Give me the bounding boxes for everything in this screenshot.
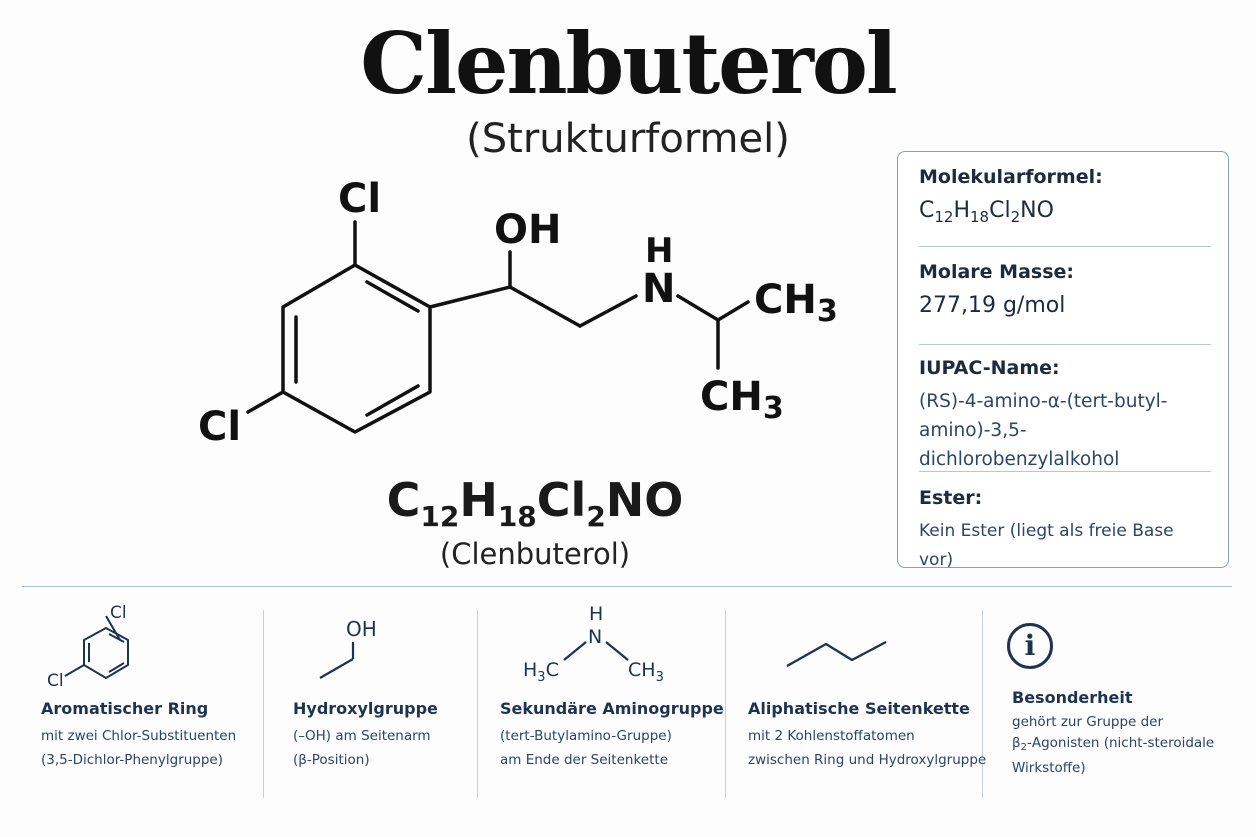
info-box: Molekularformel: C12H18Cl2NO Molare Mass… <box>897 151 1229 570</box>
info-label: Molekularformel: <box>919 166 1103 188</box>
hydroxyl-icon: OH <box>319 617 377 679</box>
feature-title: Hydroxylgruppe <box>293 699 438 718</box>
amine-icon: H N H3C CH3 <box>523 603 664 685</box>
info-value: Kein Ester (liegt als freie Base vor) <box>919 521 1174 570</box>
feature-description: (–OH) am Seitenarm(β-Position) <box>293 728 431 768</box>
info-value: 277,19 g/mol <box>919 293 1066 318</box>
info-divider <box>919 471 1211 472</box>
molecular-formula: C12H18Cl2NO <box>386 473 684 533</box>
chlorobenzene-icon: Cl Cl <box>47 603 129 691</box>
atom-cl-left: Cl <box>198 404 241 450</box>
feature-description: (tert-Butylamino-Gruppe)am Ende der Seit… <box>500 728 672 768</box>
bond-c-ch3-right <box>716 300 750 322</box>
column-divider <box>725 610 726 798</box>
column-divider <box>982 610 983 798</box>
atom-n: N <box>642 266 675 312</box>
bond-n-c <box>676 294 720 322</box>
atom-ch3-bottom: CH3 <box>700 374 784 426</box>
icon-label-oh: OH <box>346 617 377 641</box>
info-molar-mass: Molare Masse: 277,19 g/mol <box>919 259 1211 321</box>
info-label: IUPAC-Name: <box>919 357 1060 379</box>
column-divider <box>263 610 264 798</box>
bond-ring-c1 <box>428 285 512 309</box>
formula-caption: (Clenbuterol) <box>439 537 631 571</box>
ring-double-bond-1 <box>365 280 420 313</box>
icon-label-h: H <box>589 603 603 625</box>
bond-c1-c2 <box>508 285 582 328</box>
benzene-ring <box>281 263 432 434</box>
atom-ch3-right: CH3 <box>754 277 838 329</box>
feature-title: Aliphatische Seitenkette <box>748 699 970 718</box>
info-divider <box>919 246 1211 247</box>
icon-label-ch3: CH3 <box>628 659 664 685</box>
feature-description: mit zwei Chlor-Substituenten(3,5-Dichlor… <box>41 728 237 768</box>
section-divider <box>22 586 1232 587</box>
atom-labels: Cl Cl OH H N CH3 CH3 <box>198 176 838 450</box>
column-divider <box>477 610 478 798</box>
zigzag-chain-icon <box>786 640 887 668</box>
bond-lines <box>246 220 750 434</box>
icon-label-n: N <box>588 626 602 648</box>
info-divider <box>919 344 1211 345</box>
page-title: Clenbuterol <box>360 14 898 113</box>
feature-title: Aromatischer Ring <box>41 699 209 718</box>
info-iupac: IUPAC-Name: (RS)-4-amino-α-(tert-butyl-a… <box>919 355 1211 474</box>
atom-h: H <box>645 231 673 271</box>
info-molecular-formula: Molekularformel: C12H18Cl2NO <box>919 164 1211 232</box>
icon-label-cl: Cl <box>47 671 64 691</box>
info-ester: Ester: Kein Ester (liegt als freie Base … <box>919 485 1211 575</box>
feature-title: Sekundäre Aminogruppe <box>500 699 724 718</box>
info-value: (RS)-4-amino-α-(tert-butyl-amino)-3,5-di… <box>919 391 1168 470</box>
page-subtitle: (Strukturformel) <box>466 116 790 162</box>
icon-label-cl: Cl <box>110 603 127 623</box>
info-icon: i <box>1007 623 1053 669</box>
info-value: C12H18Cl2NO <box>919 198 1054 226</box>
atom-oh: OH <box>494 207 561 253</box>
info-label: Molare Masse: <box>919 261 1074 283</box>
info-label: Ester: <box>919 487 983 509</box>
bond-cl-left <box>246 390 285 414</box>
bond-c2-n <box>578 294 638 328</box>
atom-cl-top: Cl <box>338 176 381 222</box>
ring-double-bond-3 <box>365 384 420 417</box>
feature-title: Besonderheit <box>1012 688 1133 707</box>
icon-label-h3c: H3C <box>523 659 559 685</box>
